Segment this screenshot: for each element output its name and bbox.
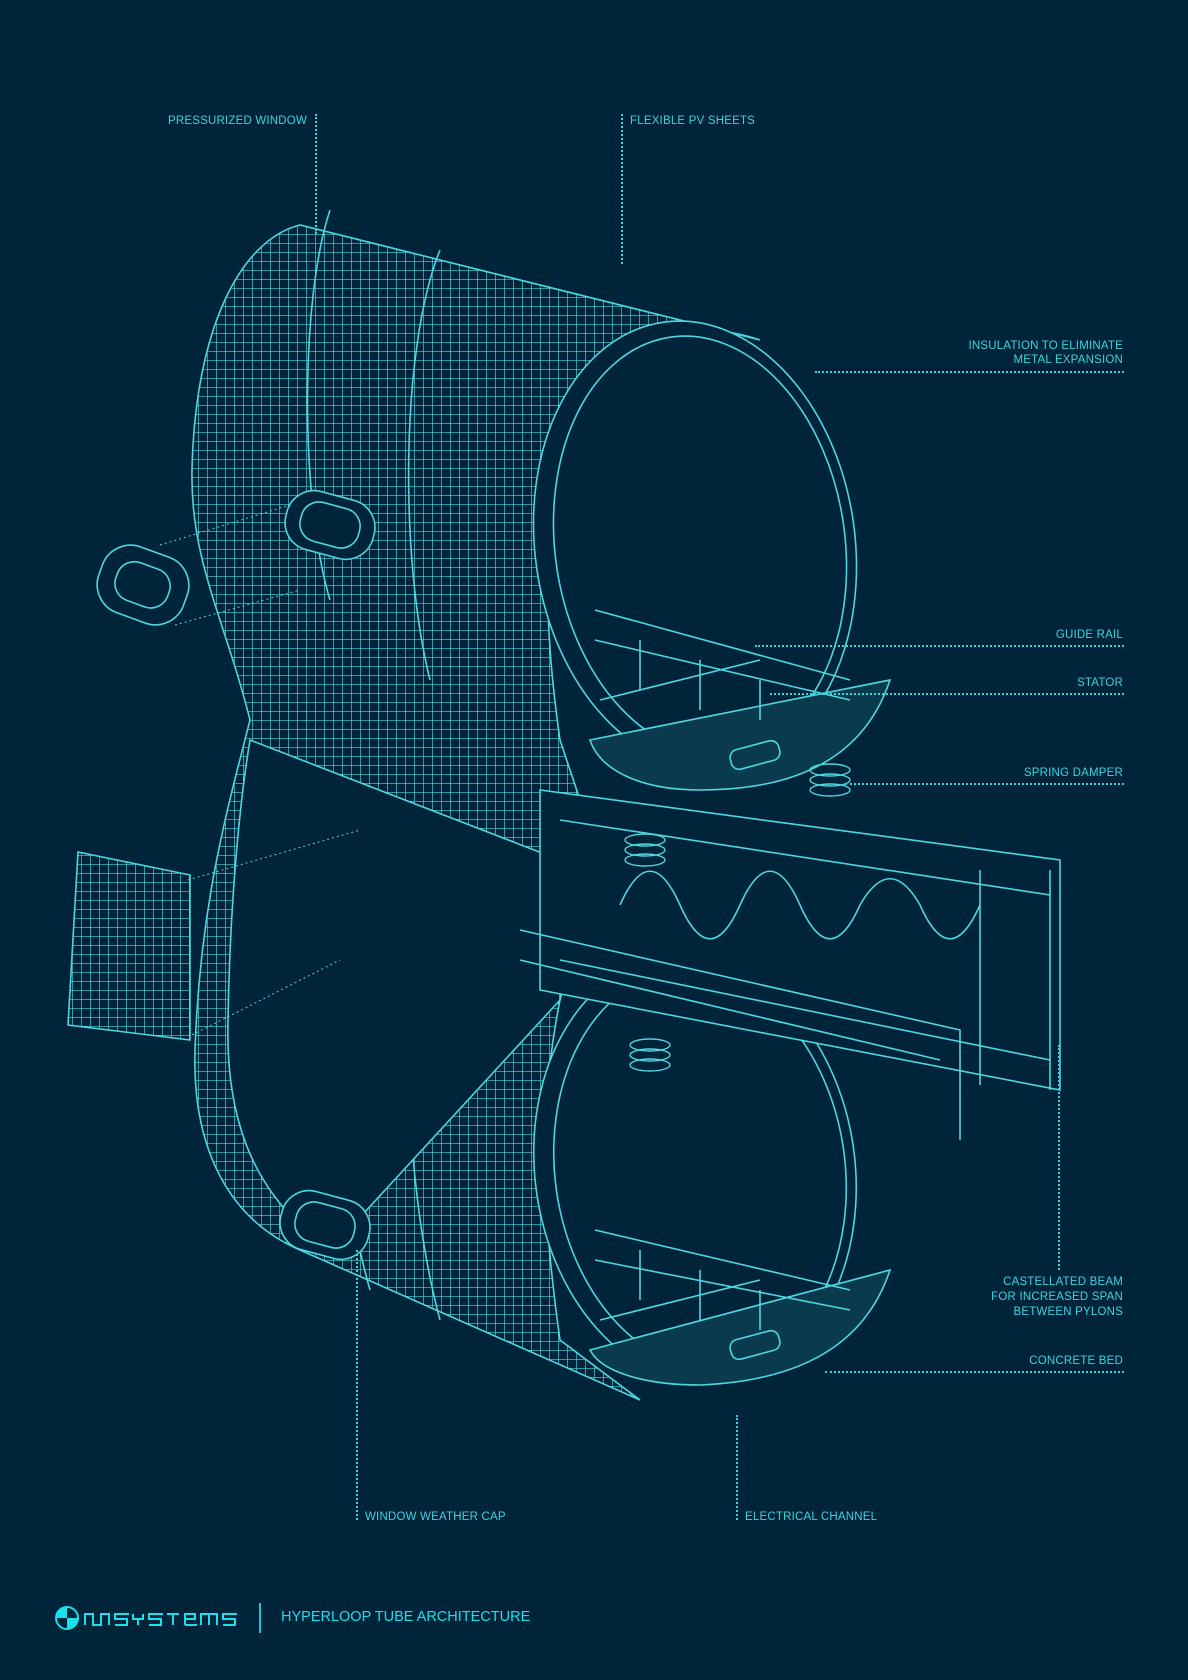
label-castellated-1: CASTELLATED BEAM xyxy=(1003,1276,1123,1288)
window-weather-cap xyxy=(96,544,190,626)
electrical-channel-upper xyxy=(729,739,781,771)
leader-window-cap xyxy=(356,1250,358,1520)
lower-window xyxy=(279,1189,371,1261)
label-guide-rail: GUIDE RAIL xyxy=(1055,629,1123,641)
leader-castellated-beam xyxy=(1058,1045,1060,1270)
leader-stator xyxy=(770,693,1124,695)
label-insulation-2: METAL EXPANSION xyxy=(1013,354,1123,366)
label-window-cap: WINDOW WEATHER CAP xyxy=(365,1511,506,1523)
electrical-channel-lower xyxy=(729,1329,781,1361)
label-stator: STATOR xyxy=(1077,677,1123,689)
label-insulation-1: INSULATION TO ELIMINATE xyxy=(968,340,1123,352)
label-spring-damper: SPRING DAMPER xyxy=(1023,767,1123,779)
castellated-beam xyxy=(539,789,1061,1091)
leader-insulation xyxy=(815,371,1124,373)
leader-concrete-bed xyxy=(825,1371,1124,1373)
leader-pressurized-window xyxy=(315,114,317,234)
label-castellated-2: FOR INCREASED SPAN xyxy=(991,1291,1123,1303)
leader-guide-rail xyxy=(755,645,1124,647)
brand-logo xyxy=(55,1606,237,1630)
label-flexible-pv: FLEXIBLE PV SHEETS xyxy=(630,115,756,127)
footer-divider xyxy=(259,1603,261,1633)
pressurized-window xyxy=(284,489,376,561)
upper-concrete-bed xyxy=(588,678,892,791)
leader-flexible-pv xyxy=(621,114,623,264)
exploded-pv-sheet xyxy=(67,851,191,1041)
label-concrete-bed: CONCRETE BED xyxy=(1029,1355,1123,1367)
footer-title: HYPERLOOP TUBE ARCHITECTURE xyxy=(281,1609,531,1625)
spring-damper xyxy=(624,763,851,1072)
leader-electrical xyxy=(736,1415,738,1520)
label-electrical: ELECTRICAL CHANNEL xyxy=(745,1511,878,1523)
label-pressurized-window: PRESSURIZED WINDOW xyxy=(167,115,307,127)
label-castellated-3: BETWEEN PYLONS xyxy=(1013,1306,1123,1318)
lower-concrete-bed xyxy=(588,1268,892,1386)
leader-spring-damper xyxy=(845,783,1124,785)
